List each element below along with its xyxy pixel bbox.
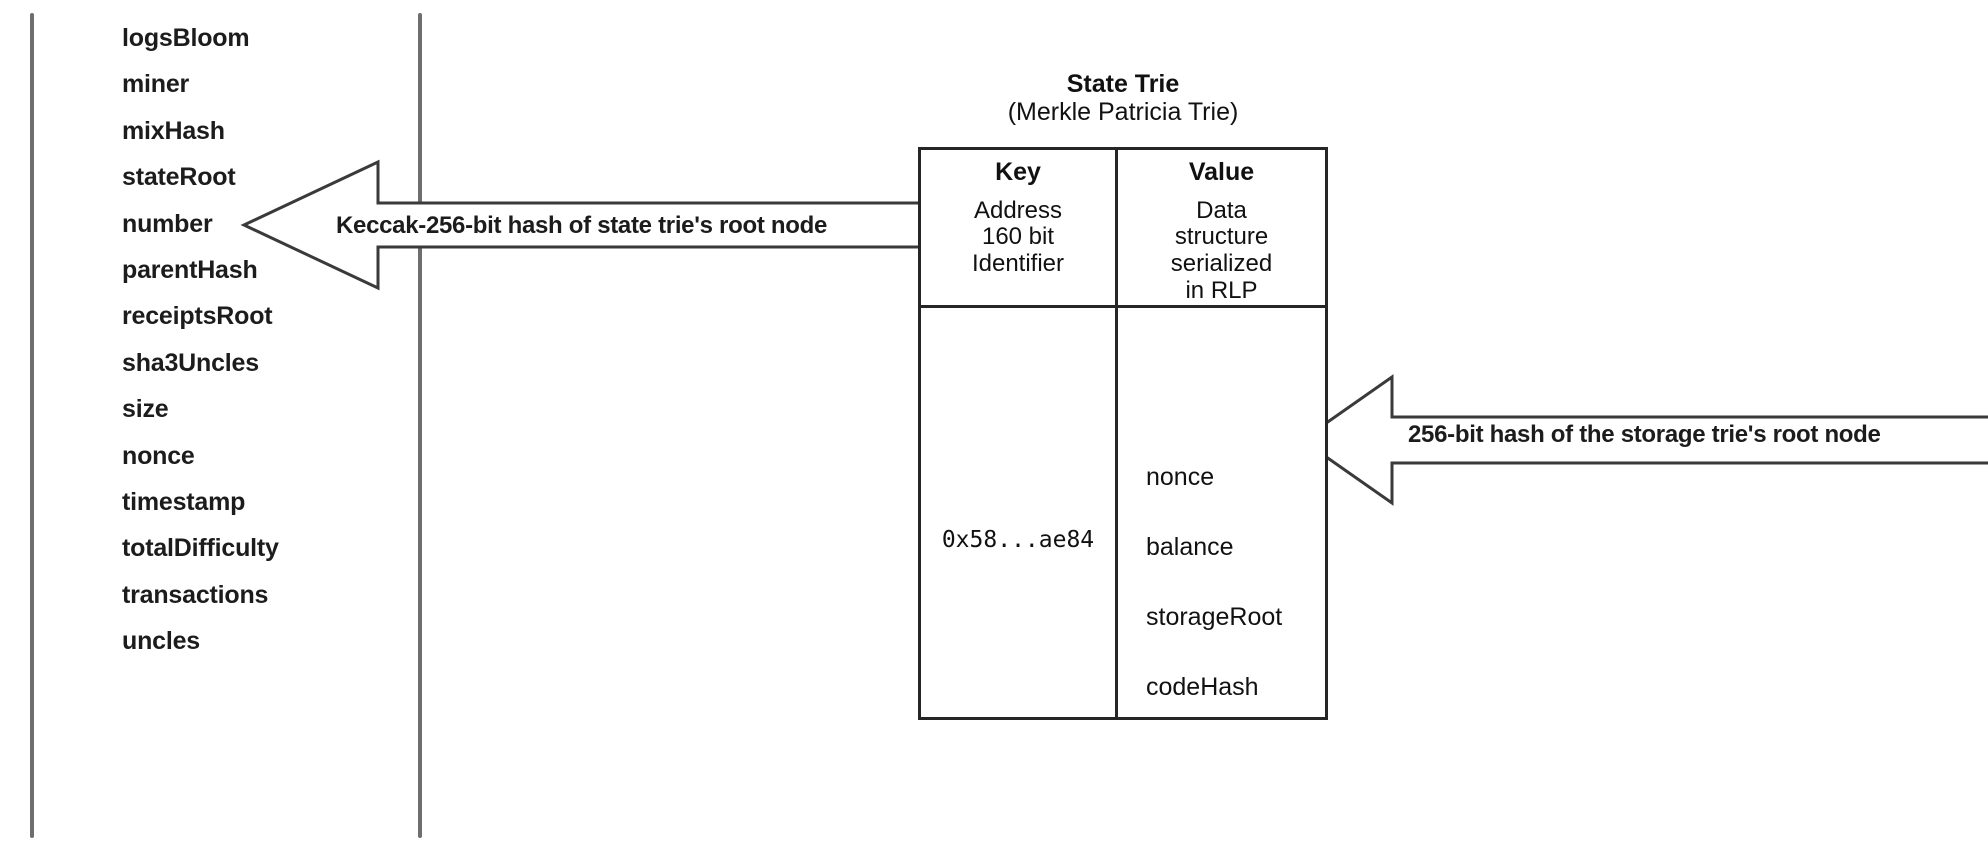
account-state-field: codeHash <box>1146 673 1259 701</box>
state-trie-title-block: State Trie (Merkle Patricia Trie) <box>918 70 1328 126</box>
block-header-field: parentHash <box>122 256 258 284</box>
block-header-field: miner <box>122 70 190 98</box>
block-header-field: stateRoot <box>122 163 236 191</box>
storage-root-callout-label: 256-bit hash of the storage trie's root … <box>1408 421 1881 448</box>
block-header-field: uncles <box>122 627 200 655</box>
state-trie-title: State Trie <box>1066 70 1180 98</box>
block-header-left-rule <box>30 13 34 838</box>
storage-root-callout-arrow <box>1299 374 1988 506</box>
state-root-callout-arrow <box>240 159 918 291</box>
block-header-field: sha3Uncles <box>122 349 259 377</box>
value-description-line: serialized <box>1170 250 1273 278</box>
key-cell: 0x58...ae84 <box>921 308 1118 717</box>
block-header-field: nonce <box>122 442 195 470</box>
state-trie-subtitle: (Merkle Patricia Trie) <box>1007 98 1239 126</box>
state-root-callout-label: Keccak-256-bit hash of state trie's root… <box>336 212 828 239</box>
value-description-line: structure <box>1174 223 1269 251</box>
block-header-field: transactions <box>122 581 269 609</box>
account-state-field-list: nonce balance storageRoot codeHash <box>1146 465 1282 700</box>
key-description-line: Identifier <box>971 250 1065 278</box>
block-header-field: totalDifficulty <box>122 534 279 562</box>
account-state-field: storageRoot <box>1146 603 1283 631</box>
key-column-header: Key <box>995 158 1041 186</box>
block-header-field-list: logsBloom miner mixHash stateRoot number pare… <box>122 0 412 844</box>
block-header-field: number <box>122 210 213 238</box>
key-description-line: 160 bit <box>981 223 1055 251</box>
block-header-field: size <box>122 395 169 423</box>
block-header-right-rule <box>418 13 422 838</box>
state-trie-body-row: 0x58...ae84 nonce balance storageRoot codeH… <box>921 308 1325 717</box>
account-address-value: 0x58...ae84 <box>941 527 1095 553</box>
value-description-line: Data <box>1196 196 1247 224</box>
key-description-line: Address <box>973 196 1063 224</box>
value-column-header: Value <box>1188 158 1255 186</box>
account-state-field: nonce <box>1146 463 1215 491</box>
block-header-field: logsBloom <box>122 24 250 52</box>
block-header-field: receiptsRoot <box>122 302 273 330</box>
value-description-line: in RLP <box>1185 277 1258 305</box>
account-state-field: balance <box>1146 533 1234 561</box>
value-cell: nonce balance storageRoot codeHash <box>1118 308 1325 717</box>
block-header-field: mixHash <box>122 117 225 145</box>
block-header-field: timestamp <box>122 488 246 516</box>
